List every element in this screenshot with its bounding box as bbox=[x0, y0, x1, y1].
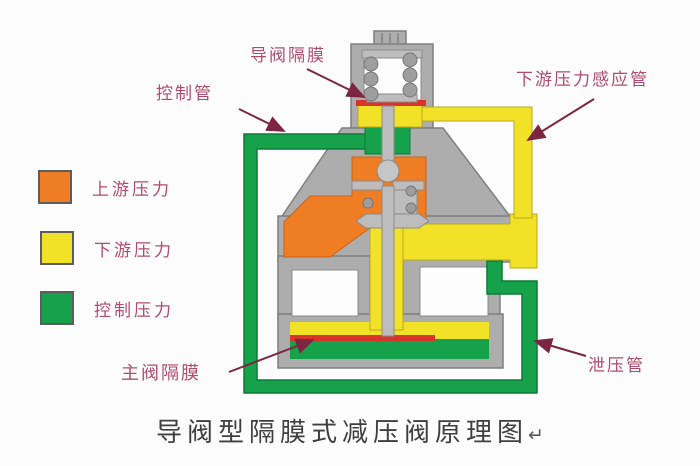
relief-pipe-label: 泄压管 bbox=[588, 356, 645, 376]
paragraph-return-mark: ↵ bbox=[528, 424, 544, 446]
pilot-stem bbox=[381, 105, 395, 163]
control-legend-label: 控制压力 bbox=[94, 300, 174, 321]
diagram-title-text: 导阀型隔膜式减压阀原理图 bbox=[156, 418, 529, 448]
bolt-knurl-lines bbox=[381, 33, 399, 43]
upstream-legend-label: 上游压力 bbox=[92, 179, 172, 200]
main-diaphragm-arrow bbox=[228, 338, 315, 373]
control-color-swatch bbox=[40, 291, 74, 325]
sensing-pipe-arrow bbox=[526, 98, 595, 142]
pilot-diaphragm-shape bbox=[356, 100, 426, 106]
control-pipe-label: 控制管 bbox=[156, 84, 213, 104]
spring-top-plate bbox=[361, 49, 423, 59]
control-space-under-diaphragm bbox=[290, 338, 489, 359]
main-diaphragm-label: 主阀隔膜 bbox=[121, 363, 201, 384]
right-leg-cavity bbox=[419, 266, 489, 317]
main-diaphragm-shape bbox=[290, 335, 435, 341]
left-leg-cavity bbox=[291, 269, 359, 317]
downstream-sensing-pipe-label: 下游压力感应管 bbox=[516, 70, 649, 90]
downstream-color-swatch bbox=[40, 231, 74, 265]
spring-coils bbox=[363, 52, 418, 102]
upstream-color-swatch bbox=[38, 170, 72, 204]
control-pipe-loop bbox=[243, 133, 538, 394]
relief-pipe-arrow bbox=[533, 338, 587, 357]
pilot-diaphragm-label: 导阀隔膜 bbox=[250, 46, 326, 66]
valve-internals bbox=[351, 49, 430, 337]
diagram-title: 导阀型隔膜式减压阀原理图↵ bbox=[0, 412, 700, 449]
legend-item-downstream: 下游压力 bbox=[40, 231, 174, 265]
control-pipe-arrow bbox=[238, 108, 286, 132]
legend-item-control: 控制压力 bbox=[40, 291, 174, 325]
downstream-outlet-flange bbox=[402, 213, 538, 269]
pilot-diaphragm-arrow bbox=[306, 68, 366, 98]
pilot-ports bbox=[362, 185, 417, 214]
seat-bar-left bbox=[351, 180, 384, 191]
downstream-legend-label: 下游压力 bbox=[94, 240, 174, 261]
legend-item-upstream: 上游压力 bbox=[38, 170, 172, 204]
callout-arrows bbox=[228, 68, 595, 373]
pilot-ball bbox=[376, 159, 400, 183]
main-stem bbox=[381, 185, 395, 337]
